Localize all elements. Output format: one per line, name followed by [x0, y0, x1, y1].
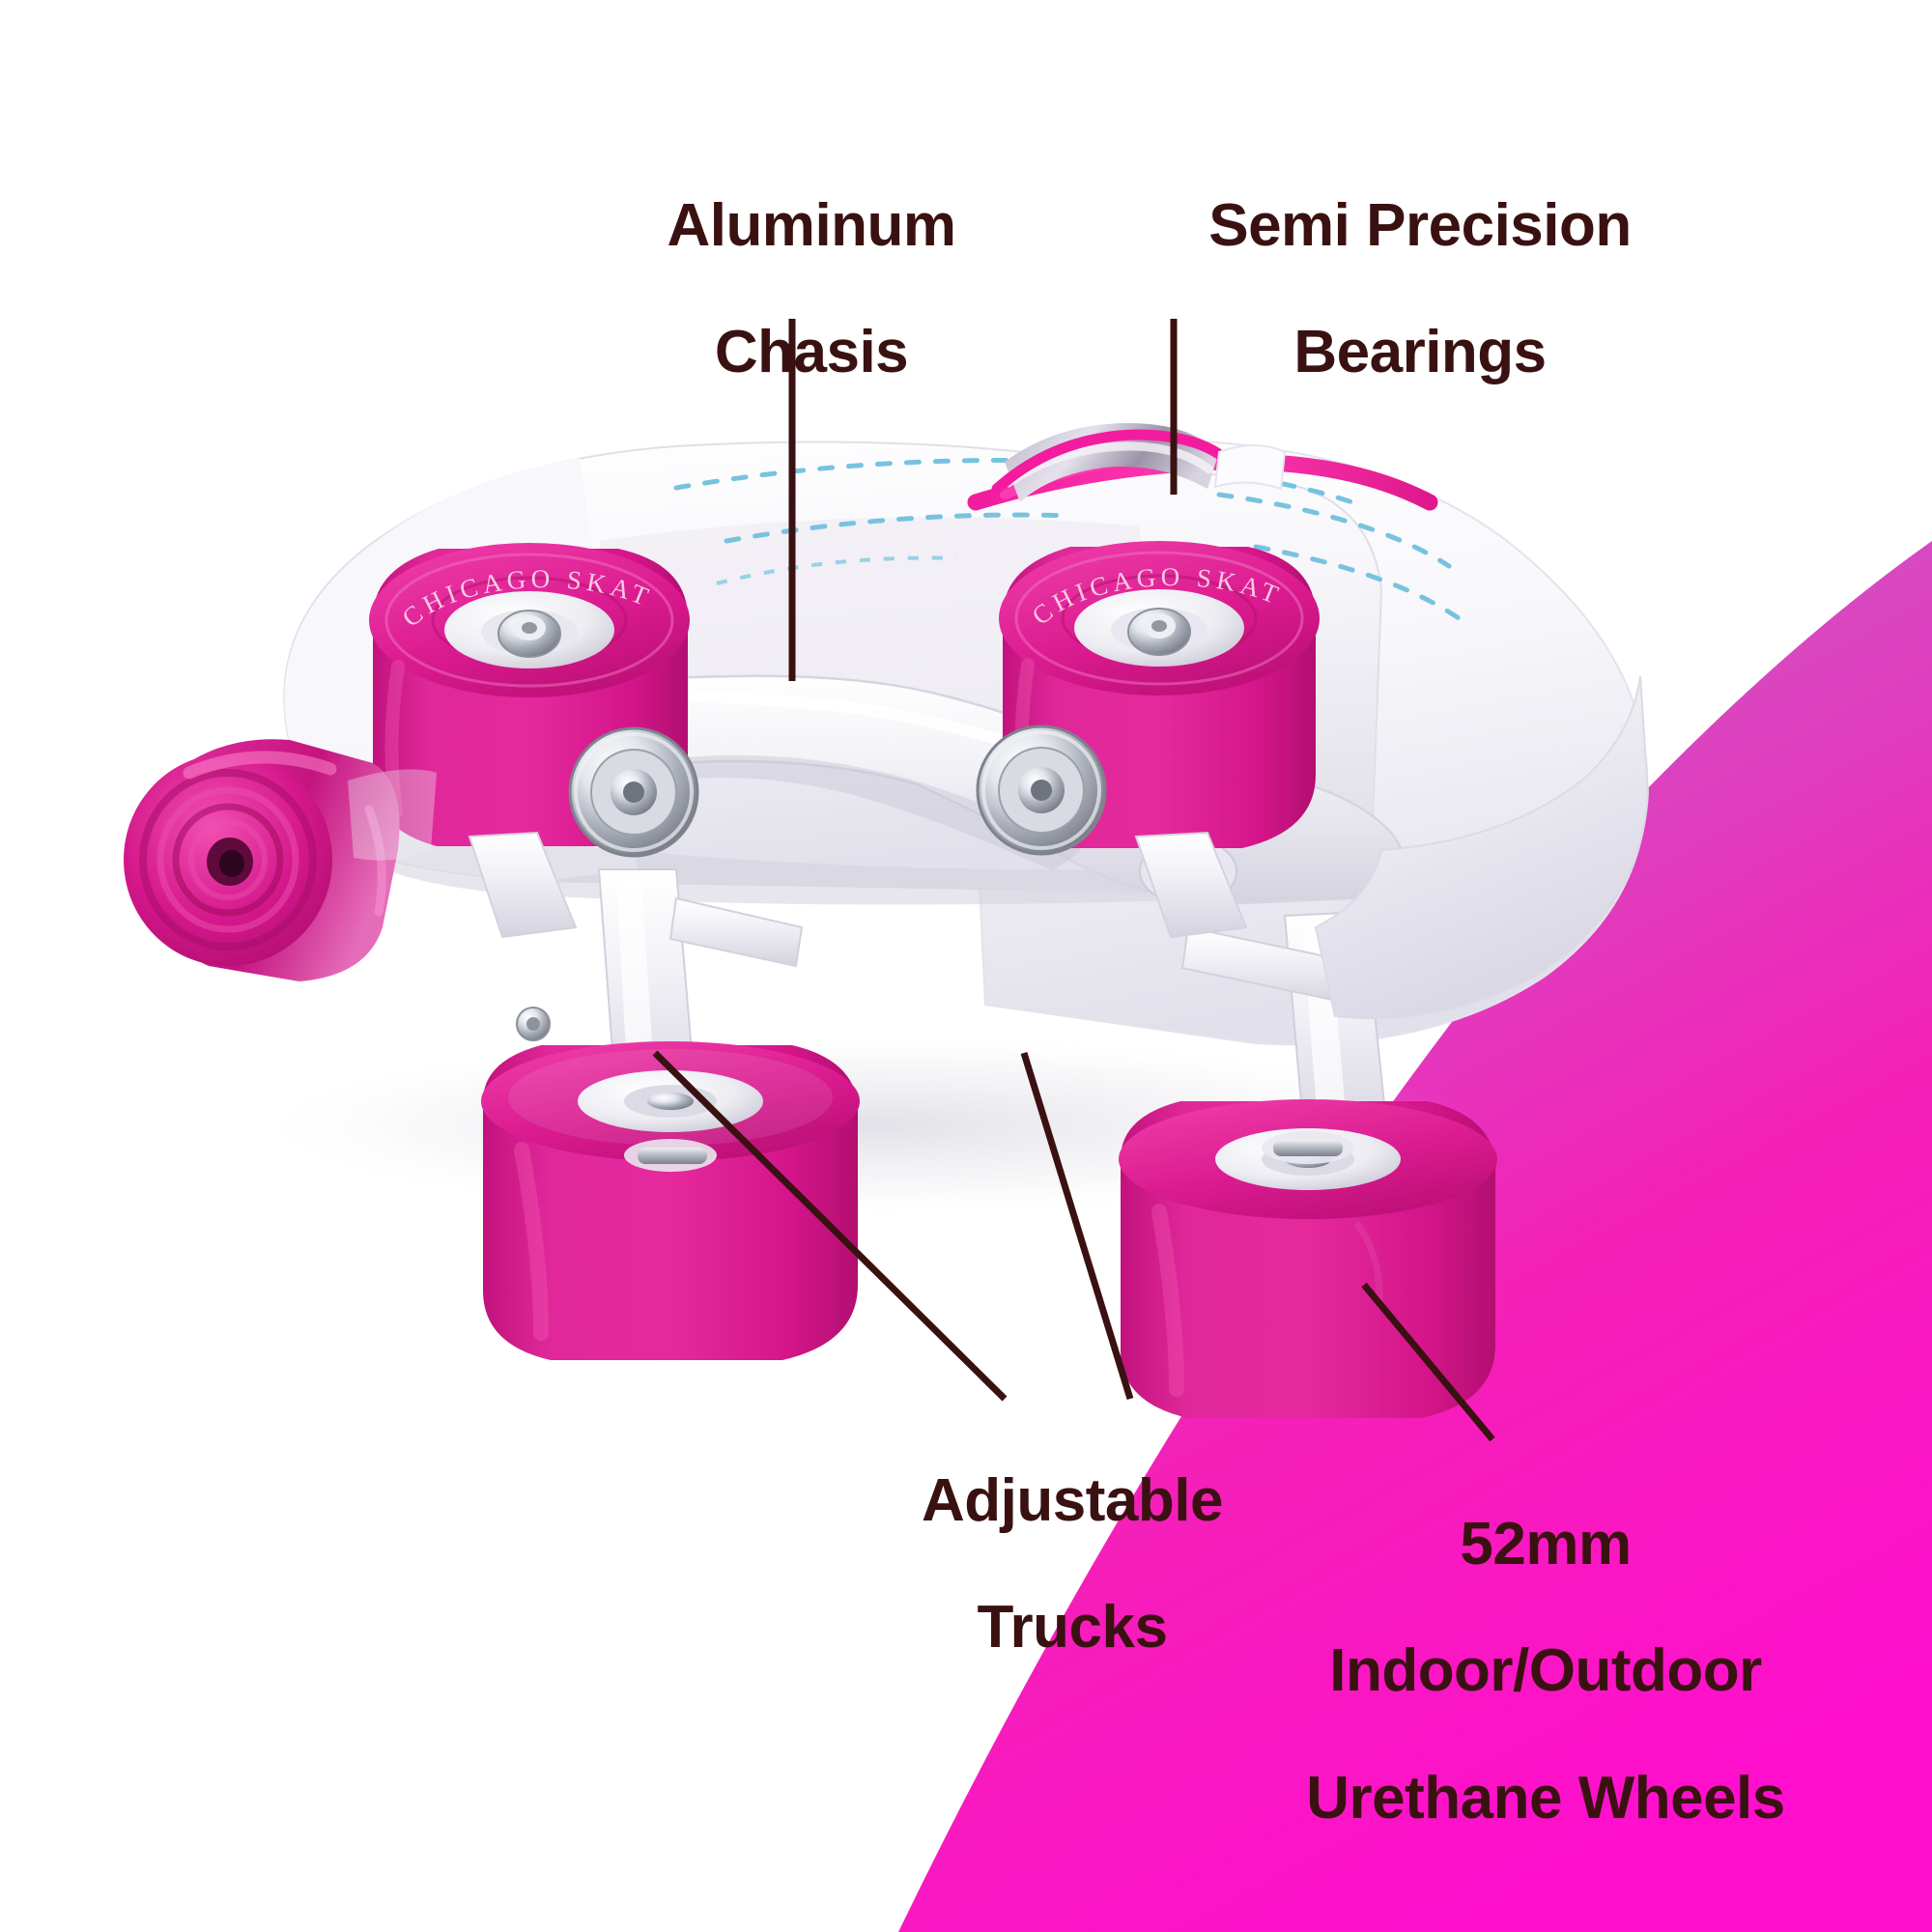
- callout-aluminum-chasis-line2: Chasis: [714, 319, 909, 386]
- callout-adjustable-trucks: Adjustable Trucks: [850, 1406, 1294, 1723]
- callout-trucks-line2: Trucks: [977, 1594, 1168, 1662]
- callout-aluminum-chasis-line1: Aluminum: [667, 191, 956, 259]
- callout-trucks-line1: Adjustable: [922, 1466, 1223, 1534]
- callout-bearings-line1: Semi Precision: [1208, 191, 1632, 259]
- toe-stop: [124, 739, 437, 981]
- callout-aluminum-chasis: Aluminum Chasis: [609, 130, 1014, 448]
- callout-wheels-line2: Indoor/Outdoor: [1329, 1637, 1762, 1705]
- axle-nut-front-left: [497, 610, 561, 658]
- truck-hardware-rear: [976, 724, 1248, 939]
- wheel-rear-lower-left: [481, 1041, 860, 1360]
- truck-hardware-front: [468, 726, 699, 939]
- callout-wheels-line1: 52mm: [1460, 1510, 1632, 1577]
- callout-bearings-line2: Bearings: [1293, 319, 1547, 386]
- callout-wheels-line3: Urethane Wheels: [1306, 1764, 1785, 1832]
- velcro-strap: [1005, 423, 1219, 502]
- callout-semi-precision-bearings: Semi Precision Bearings: [1188, 130, 1652, 448]
- boot-heel-skirt: [1314, 675, 1650, 1020]
- callout-urethane-wheels: 52mm Indoor/Outdoor Urethane Wheels: [1256, 1449, 1835, 1893]
- axle-nut-front-right: [1127, 608, 1191, 656]
